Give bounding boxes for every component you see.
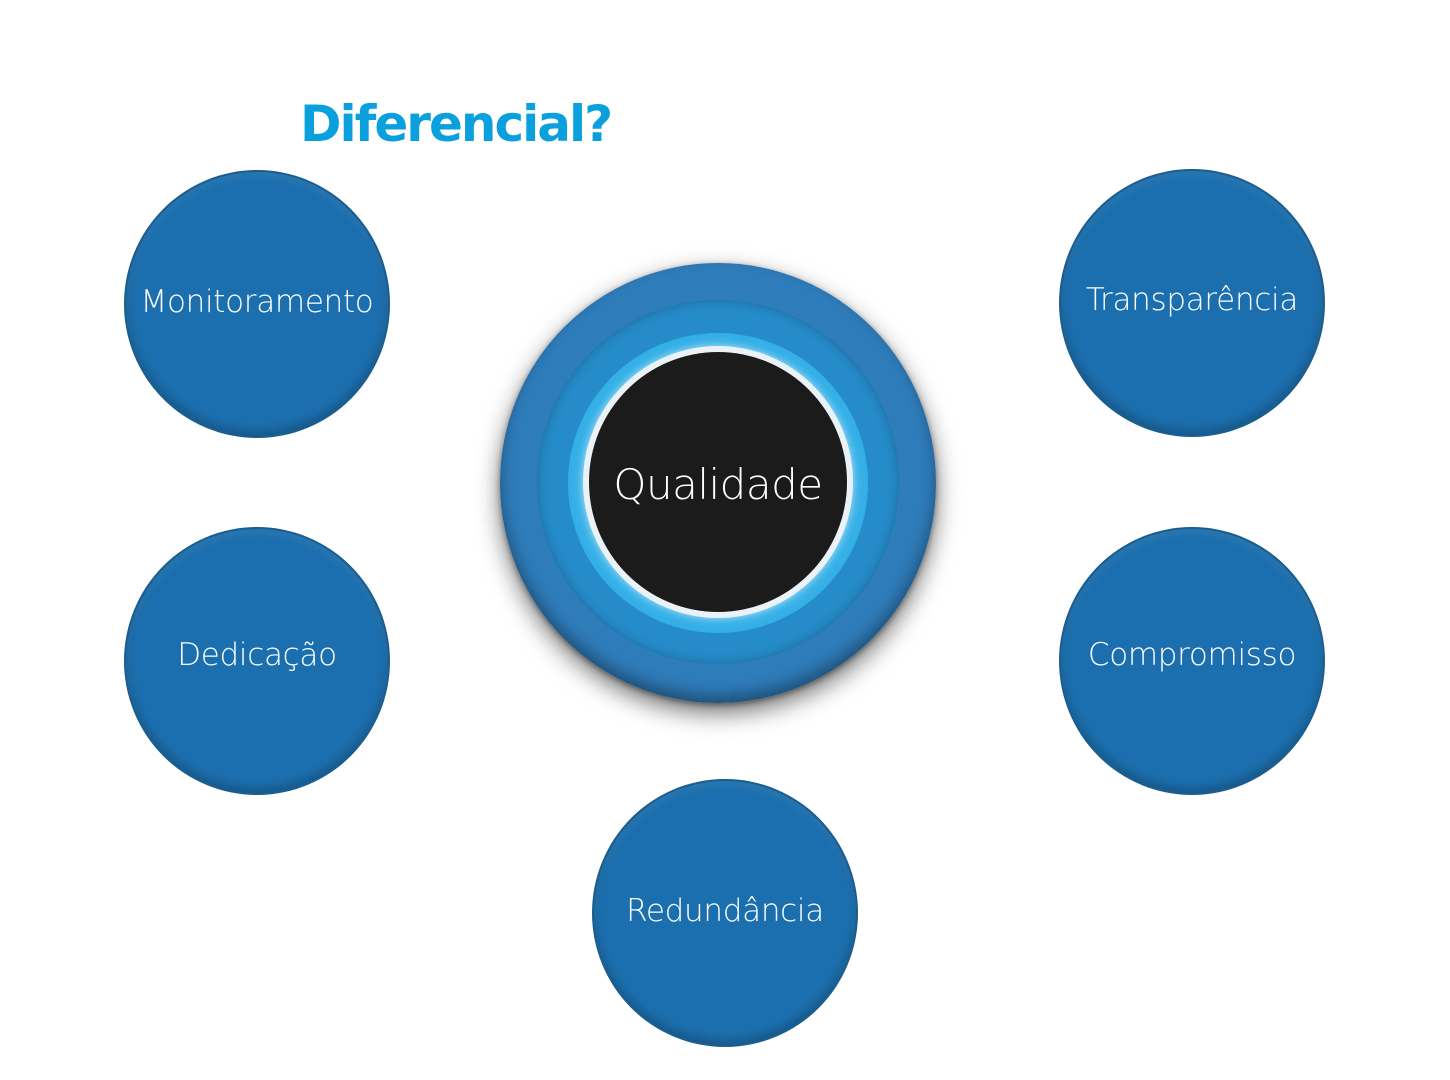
node-transparencia: Transparência: [1059, 169, 1325, 437]
diagram-title: Diferencial?: [300, 95, 613, 153]
node-compromisso: Compromisso: [1059, 527, 1325, 795]
node-monitoramento: Monitoramento: [124, 170, 390, 438]
center-core: Qualidade: [583, 346, 853, 618]
node-label: Transparência: [1085, 282, 1299, 318]
node-redundancia: Redundância: [592, 779, 858, 1047]
node-label: Redundância: [626, 893, 824, 929]
node-label: Monitoramento: [140, 284, 374, 320]
node-dedicacao: Dedicação: [124, 527, 390, 795]
node-label: Compromisso: [1087, 637, 1297, 673]
center-label: Qualidade: [613, 459, 823, 509]
node-label: Dedicação: [177, 637, 337, 673]
center-node: Qualidade: [500, 263, 936, 703]
